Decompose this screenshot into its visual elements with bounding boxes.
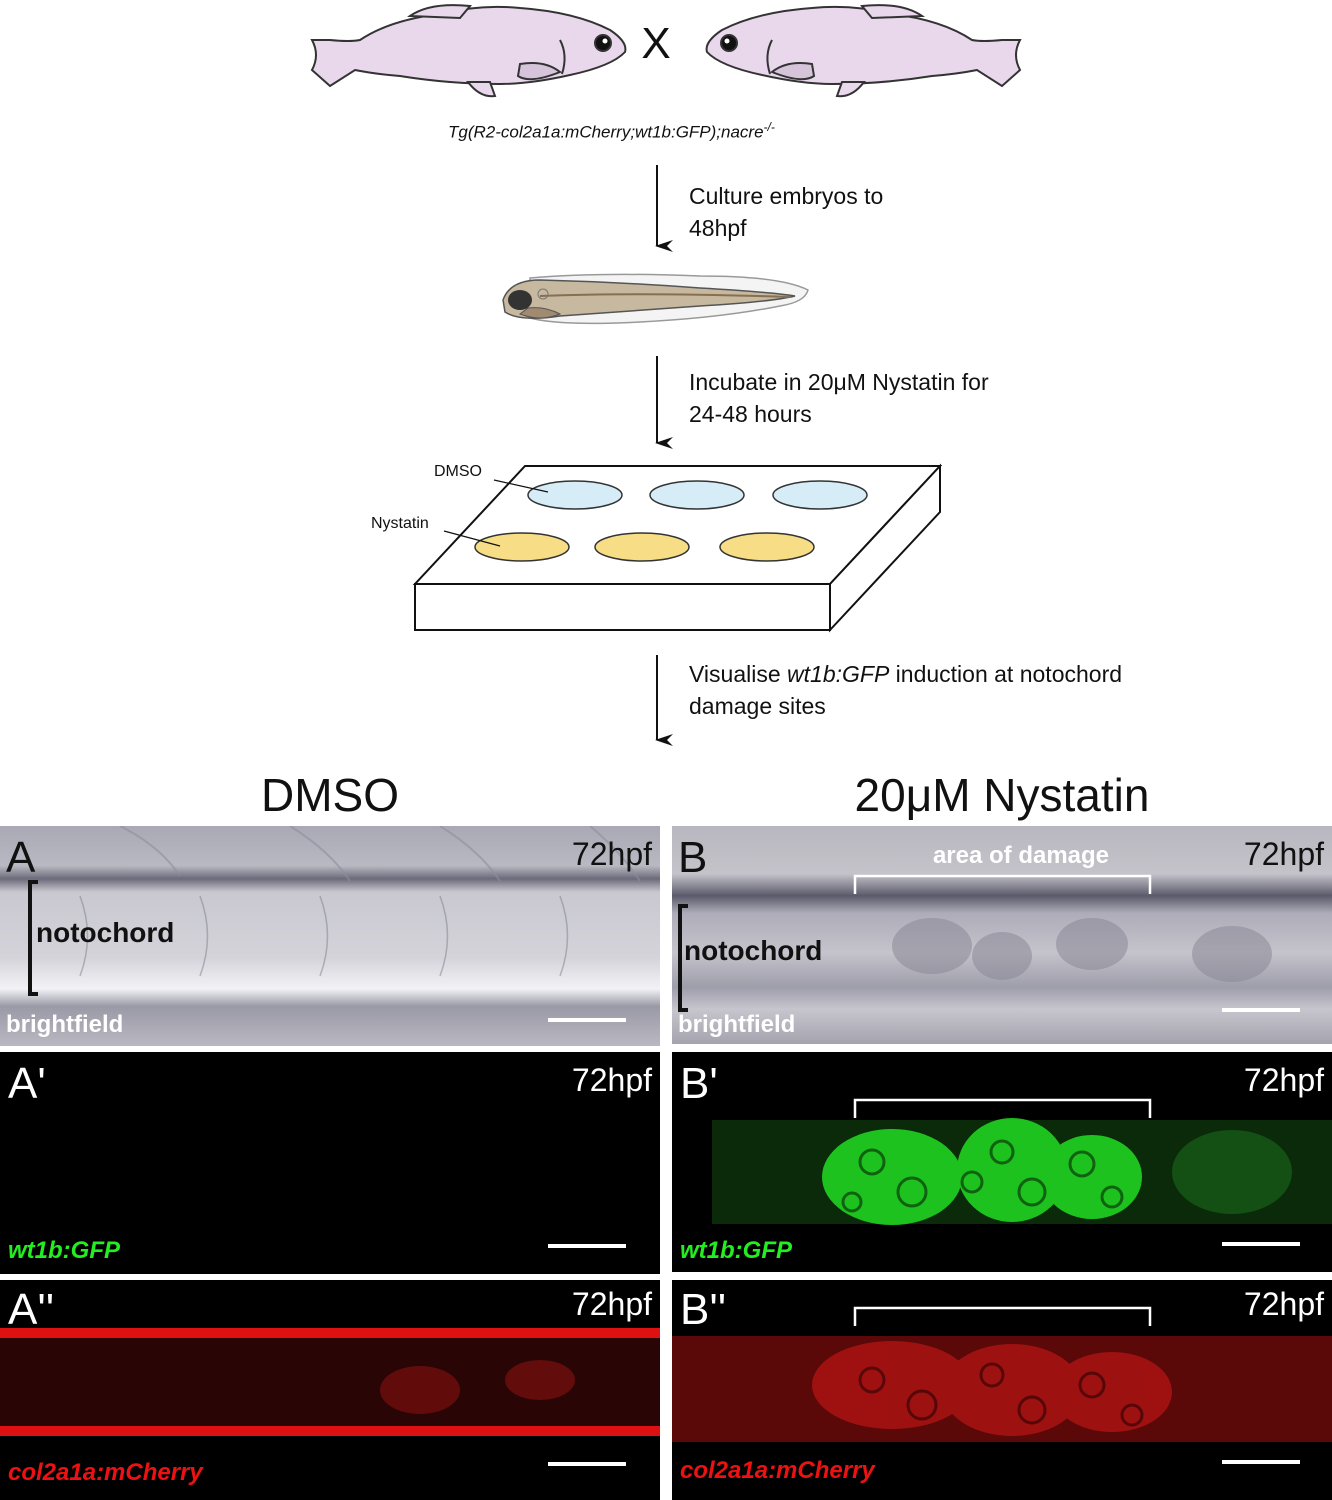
panel-a-double-prime-mcherry: A'' 72hpf col2a1a:mCherry xyxy=(0,1280,660,1500)
panel-a-letter: A xyxy=(6,833,36,882)
damage-bracket-b-double-prime xyxy=(853,1306,1152,1326)
panel-b-double-prime-time: 72hpf xyxy=(1243,1286,1324,1322)
workflow-schematic: X xyxy=(310,4,1022,746)
panel-a-brightfield: A 72hpf notochord brightfield xyxy=(0,826,660,1046)
panel-b-letter: B xyxy=(678,833,708,882)
panel-b-brightfield: B 72hpf area of damage notochord brightf… xyxy=(672,826,1332,1044)
genotype-label: Tg(R2-col2a1a:mCherry;wt1b:GFP);nacre-/- xyxy=(448,120,775,142)
panel-b-prime-letter: B' xyxy=(680,1059,718,1108)
scale-bar-b xyxy=(1222,1008,1300,1012)
scale-bar-a-prime xyxy=(548,1244,626,1248)
scale-bar-b-double-prime xyxy=(1222,1460,1300,1464)
panel-a-prime-gfp: A' 72hpf wt1b:GFP xyxy=(0,1052,660,1274)
damage-bracket-b-prime xyxy=(853,1098,1152,1118)
dmso-wells xyxy=(527,480,868,510)
notochord-bracket-a xyxy=(28,880,38,996)
scale-bar-b-prime xyxy=(1222,1242,1300,1246)
panel-a-prime-letter: A' xyxy=(8,1059,46,1108)
panel-b-double-prime-channel: col2a1a:mCherry xyxy=(680,1457,875,1484)
cross-symbol: X xyxy=(641,19,670,68)
area-of-damage-label: area of damage xyxy=(932,842,1110,869)
panel-b-prime-channel: wt1b:GFP xyxy=(680,1237,792,1264)
parent-fish-right xyxy=(705,4,1022,98)
parent-fish-left xyxy=(310,4,627,98)
panel-b-double-prime-mcherry: B'' 72hpf col2a1a:mCherry xyxy=(672,1280,1332,1500)
damage-bracket-b xyxy=(853,874,1152,894)
column-title-nystatin: 20μM Nystatin xyxy=(854,769,1150,821)
notochord-bracket-b xyxy=(678,904,688,1012)
larva-illustration xyxy=(502,273,809,325)
nystatin-wells xyxy=(474,532,815,562)
panel-b-time: 72hpf xyxy=(1243,836,1324,872)
panel-a-double-prime-letter: A'' xyxy=(8,1285,55,1334)
panel-b-channel: brightfield xyxy=(678,1011,796,1038)
scale-bar-a-double-prime xyxy=(548,1462,626,1466)
panel-a-double-prime-time: 72hpf xyxy=(571,1286,652,1322)
panel-a-prime-time: 72hpf xyxy=(571,1062,652,1098)
panel-b-prime-gfp: B' 72hpf wt1b:GFP xyxy=(672,1052,1332,1272)
plate-dmso-label: DMSO xyxy=(434,463,482,480)
panel-b-double-prime-letter: B'' xyxy=(680,1285,727,1334)
panel-a-time: 72hpf xyxy=(571,836,652,872)
panel-b-prime-time: 72hpf xyxy=(1243,1062,1324,1098)
panel-b-structure: notochord xyxy=(684,935,823,966)
panel-a-double-prime-channel: col2a1a:mCherry xyxy=(8,1459,203,1486)
column-title-dmso: DMSO xyxy=(261,769,399,821)
scale-bar-a xyxy=(548,1018,626,1022)
step-3-text: Visualise wt1b:GFP induction at notochor… xyxy=(689,661,1123,719)
panel-a-channel: brightfield xyxy=(6,1011,124,1038)
plate-nystatin-label: Nystatin xyxy=(371,515,429,532)
panel-a-structure: notochord xyxy=(36,917,175,948)
panel-a-prime-channel: wt1b:GFP xyxy=(8,1237,120,1264)
